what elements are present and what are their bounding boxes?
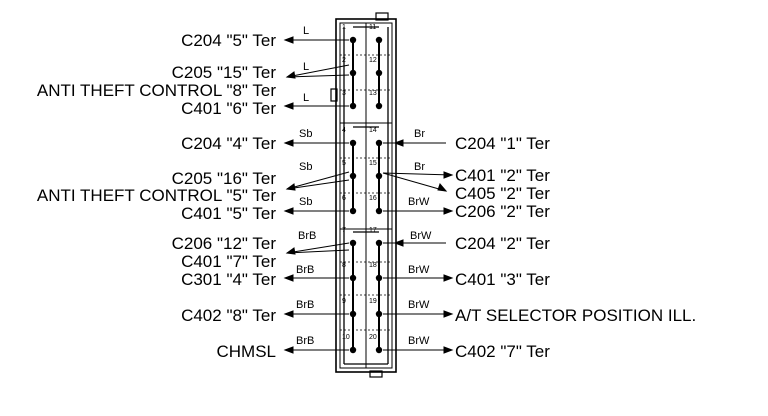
wire-color-label: Sb: [299, 161, 312, 173]
terminal-label: C401 "6" Ter: [181, 99, 276, 118]
terminal-label: C204 "4" Ter: [181, 134, 276, 153]
wire-color-label: Sb: [299, 196, 312, 208]
terminal-dot: [349, 69, 357, 77]
terminal-dot: [375, 310, 383, 318]
wire-color-label: L: [303, 61, 309, 73]
wire-color-label: BrW: [408, 264, 430, 276]
terminal-label: A/T SELECTOR POSITION ILL.: [455, 306, 696, 325]
terminal-dot: [375, 69, 383, 77]
terminal-dot: [349, 139, 357, 147]
pin-number: 10: [342, 334, 350, 341]
wire-color-label: BrB: [296, 299, 314, 311]
terminal-dot: [349, 36, 357, 44]
terminal-label: C405 "2" Ter: [455, 184, 550, 203]
terminal-label: ANTI THEFT CONTROL "5" Ter: [37, 186, 276, 205]
wires: [283, 36, 454, 354]
pin-number: 3: [342, 90, 346, 97]
terminal-label: C205 "16" Ter: [172, 169, 277, 188]
wire-color-label: Br: [414, 128, 425, 140]
wire-color-label: BrW: [410, 230, 432, 242]
terminal-label: C204 "1" Ter: [455, 134, 550, 153]
terminal-dot: [349, 310, 357, 318]
terminal-label: C204 "5" Ter: [181, 31, 276, 50]
pin-number: 6: [342, 195, 346, 202]
pin-number: 16: [369, 195, 377, 202]
wire-color-label: BrB: [296, 264, 314, 276]
terminal-dot: [375, 346, 383, 354]
terminal-dot: [375, 274, 383, 282]
wire-color-label: BrW: [408, 335, 430, 347]
terminal-dot: [375, 207, 383, 215]
pin-number: 15: [369, 160, 377, 167]
terminal-label: C205 "15" Ter: [172, 63, 277, 82]
pin-number: 11: [369, 24, 376, 31]
terminal-label: C401 "3" Ter: [455, 270, 550, 289]
terminal-dot: [349, 346, 357, 354]
terminal-dot: [375, 239, 383, 247]
pin-number: 7: [342, 227, 346, 234]
terminal-label: C301 "4" Ter: [181, 270, 276, 289]
terminal-dot: [375, 102, 383, 110]
terminal-dot: [375, 139, 383, 147]
wire-color-labels: L L L Sb Sb Sb BrB BrB BrB BrB Br Br BrW…: [296, 25, 432, 347]
terminal-label: ANTI THEFT CONTROL "8" Ter: [37, 81, 276, 100]
wire-color-label: Br: [414, 161, 425, 173]
pin-number: 4: [342, 127, 346, 134]
right-labels: C204 "1" Ter C401 "2" Ter C405 "2" Ter C…: [455, 134, 696, 361]
pin-number: 2: [342, 57, 346, 64]
terminal-label: C402 "8" Ter: [181, 306, 276, 325]
terminal-dot: [375, 36, 383, 44]
wire-color-label: BrW: [408, 299, 430, 311]
terminal-label: C402 "7" Ter: [455, 342, 550, 361]
pin-number: 8: [342, 262, 346, 269]
terminal-label: C401 "2" Ter: [455, 166, 550, 185]
terminal-dots: [349, 36, 383, 354]
terminal-dot: [349, 102, 357, 110]
pin-number: 18: [369, 262, 377, 269]
terminal-dot: [349, 172, 357, 180]
terminal-label: C206 "2" Ter: [455, 202, 550, 221]
pin-number: 9: [342, 298, 346, 305]
terminal-label: C206 "12" Ter: [172, 234, 277, 253]
terminal-dot: [375, 172, 383, 180]
terminal-label: C401 "5" Ter: [181, 204, 276, 223]
wire-color-label: L: [303, 92, 309, 104]
left-labels: C204 "5" Ter C205 "15" Ter ANTI THEFT CO…: [37, 31, 276, 361]
connector-body: [330, 12, 397, 378]
terminal-dot: [349, 207, 357, 215]
terminal-label: C204 "2" Ter: [455, 234, 550, 253]
pin-number: 13: [369, 90, 377, 97]
wire-color-label: Sb: [299, 128, 312, 140]
terminal-label: CHMSL: [216, 342, 276, 361]
pin-number: 20: [369, 334, 377, 341]
terminal-label: C401 "7" Ter: [181, 252, 276, 271]
pin-number: 5: [342, 160, 346, 167]
terminal-dot: [349, 239, 357, 247]
pin-number: 19: [369, 298, 377, 305]
wire-color-label: BrW: [408, 196, 430, 208]
wire-color-label: BrB: [298, 230, 316, 242]
wire-color-label: BrB: [296, 335, 314, 347]
pin-number: 1: [342, 24, 346, 31]
pin-number: 17: [369, 227, 377, 234]
pin-number: 14: [369, 127, 377, 134]
pin-number: 12: [369, 57, 377, 64]
terminal-dot: [349, 274, 357, 282]
wire-color-label: L: [303, 25, 309, 37]
